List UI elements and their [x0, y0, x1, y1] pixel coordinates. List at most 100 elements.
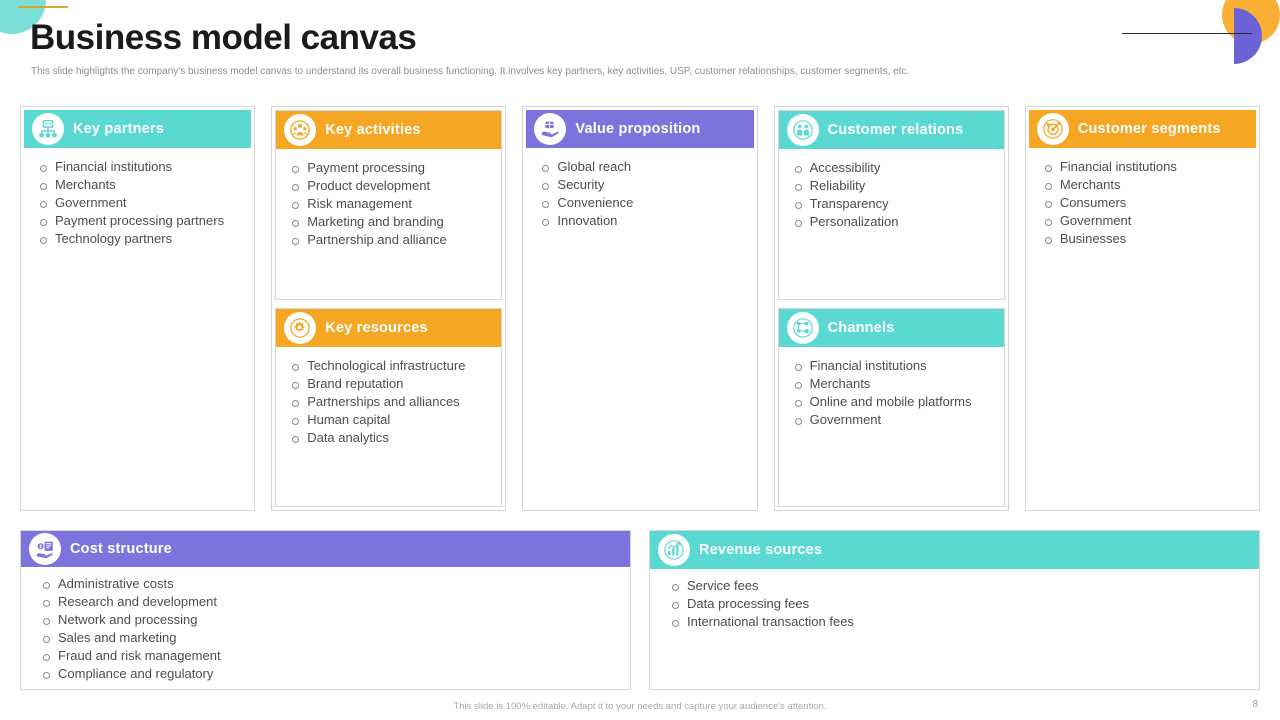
- card-customer-segments[interactable]: Customer segments Financial institutions…: [1028, 110, 1257, 507]
- list-item: Security: [536, 176, 745, 194]
- list-item: Financial institutions: [34, 158, 243, 176]
- hand-gift-icon: [534, 113, 567, 145]
- card-title-value-proposition: Value proposition: [575, 121, 701, 137]
- card-title-customer-relations: Customer relations: [827, 122, 964, 138]
- list-item: Payment processing partners: [34, 212, 243, 230]
- list-item: Consumers: [1039, 194, 1248, 212]
- card-title-cost-structure: Cost structure: [70, 541, 172, 557]
- list-item: Administrative costs: [37, 575, 622, 593]
- card-body-customer-relations: Accessibility Reliability Transparency P…: [779, 149, 1004, 299]
- card-title-key-activities: Key activities: [325, 122, 421, 138]
- card-key-partners[interactable]: Key partners Financial institutions Merc…: [24, 110, 252, 507]
- target-segments-icon: [1036, 113, 1069, 145]
- card-header-value-proposition: Value proposition: [526, 110, 754, 148]
- page-title: Business model canvas: [30, 18, 417, 57]
- footer-note: This slide is 100% editable. Adapt it to…: [453, 701, 827, 712]
- list-item: Human capital: [286, 411, 493, 429]
- list-item: Fraud and risk management: [37, 647, 622, 665]
- list-item: Marketing and branding: [286, 213, 493, 231]
- card-key-resources[interactable]: Key resources Technological infrastructu…: [275, 308, 503, 507]
- card-header-revenue-sources: Revenue sources: [650, 531, 1259, 569]
- card-body-channels: Financial institutions Merchants Online …: [779, 347, 1004, 506]
- decorative-gold-line: [18, 6, 68, 8]
- list-revenue-sources: Service fees Data processing fees Intern…: [666, 577, 1251, 631]
- list-item: Technological infrastructure: [286, 357, 493, 375]
- list-item: Partnership and alliance: [286, 231, 493, 249]
- card-channels[interactable]: Channels Financial institutions Merchant…: [777, 308, 1005, 507]
- list-item: Network and processing: [37, 611, 622, 629]
- card-title-key-partners: Key partners: [73, 121, 165, 137]
- list-item: Convenience: [536, 194, 745, 212]
- card-header-key-partners: Key partners: [24, 110, 252, 148]
- card-body-revenue-sources: Service fees Data processing fees Intern…: [650, 569, 1259, 689]
- card-title-revenue-sources: Revenue sources: [699, 542, 823, 558]
- list-item: Compliance and regulatory: [37, 665, 622, 683]
- card-title-customer-segments: Customer segments: [1077, 121, 1221, 137]
- channels-network-icon: [786, 312, 819, 344]
- two-people-icon: [786, 114, 819, 146]
- list-item: Financial institutions: [1039, 158, 1248, 176]
- list-customer-relations: Accessibility Reliability Transparency P…: [789, 159, 996, 231]
- card-title-channels: Channels: [827, 320, 895, 336]
- card-header-channels: Channels: [778, 309, 1004, 347]
- list-item: Research and development: [37, 593, 622, 611]
- list-item: Partnerships and alliances: [286, 393, 493, 411]
- card-body-value-proposition: Global reach Security Convenience Innova…: [526, 148, 753, 507]
- card-body-customer-segments: Financial institutions Merchants Consume…: [1029, 148, 1256, 507]
- canvas-column-value-proposition: Value proposition Global reach Security …: [522, 106, 758, 511]
- list-item: Accessibility: [789, 159, 996, 177]
- bar-chart-growth-icon: [658, 534, 690, 566]
- list-item: Businesses: [1039, 230, 1248, 248]
- list-item: Innovation: [536, 212, 745, 230]
- list-cost-structure: Administrative costs Research and develo…: [37, 575, 622, 683]
- card-body-key-activities: Payment processing Product development R…: [276, 149, 501, 299]
- people-group-icon: [284, 114, 317, 146]
- canvas-column-customer-segments: Customer segments Financial institutions…: [1024, 106, 1261, 511]
- list-key-resources: Technological infrastructure Brand reput…: [286, 357, 493, 447]
- list-item: Government: [789, 411, 996, 429]
- canvas-column-customer-relations-channels: Customer relations Accessibility Reliabi…: [773, 106, 1009, 511]
- card-revenue-sources[interactable]: Revenue sources Service fees Data proces…: [649, 530, 1260, 690]
- list-channels: Financial institutions Merchants Online …: [789, 357, 996, 429]
- card-body-key-partners: Financial institutions Merchants Governm…: [24, 148, 251, 507]
- partners-network-icon: [32, 113, 64, 145]
- list-item: Financial institutions: [789, 357, 996, 375]
- list-item: Data processing fees: [666, 595, 1251, 613]
- card-title-key-resources: Key resources: [325, 320, 428, 336]
- list-item: Merchants: [789, 375, 996, 393]
- canvas-column-key-partners: Key partners Financial institutions Merc…: [20, 106, 256, 511]
- list-item: Service fees: [666, 577, 1251, 595]
- list-item: Technology partners: [34, 230, 243, 248]
- card-body-key-resources: Technological infrastructure Brand reput…: [276, 347, 501, 506]
- list-item: Government: [34, 194, 243, 212]
- business-model-canvas-grid: Key partners Financial institutions Merc…: [20, 106, 1261, 511]
- card-header-key-resources: Key resources: [276, 309, 502, 347]
- list-item: Payment processing: [286, 159, 493, 177]
- list-item: International transaction fees: [666, 613, 1251, 631]
- list-item: Personalization: [789, 213, 996, 231]
- decorative-black-line: [1122, 33, 1252, 34]
- card-key-activities[interactable]: Key activities Payment processing Produc…: [275, 110, 503, 300]
- list-item: Product development: [286, 177, 493, 195]
- card-header-cost-structure: Cost structure: [21, 531, 630, 567]
- card-value-proposition[interactable]: Value proposition Global reach Security …: [526, 110, 754, 507]
- card-header-customer-segments: Customer segments: [1028, 110, 1257, 148]
- canvas-bottom-row: Cost structure Administrative costs Rese…: [20, 530, 1260, 690]
- card-header-key-activities: Key activities: [276, 111, 502, 149]
- list-item: Data analytics: [286, 429, 493, 447]
- canvas-column-key-activities-resources: Key activities Payment processing Produc…: [271, 106, 507, 511]
- page-subtitle: This slide highlights the company's busi…: [31, 66, 910, 77]
- list-item: Merchants: [34, 176, 243, 194]
- list-item: Global reach: [536, 158, 745, 176]
- card-cost-structure[interactable]: Cost structure Administrative costs Rese…: [20, 530, 631, 690]
- list-item: Merchants: [1039, 176, 1248, 194]
- card-customer-relations[interactable]: Customer relations Accessibility Reliabi…: [777, 110, 1005, 300]
- card-header-customer-relations: Customer relations: [778, 111, 1004, 149]
- gears-icon: [284, 312, 317, 344]
- list-customer-segments: Financial institutions Merchants Consume…: [1039, 158, 1248, 248]
- card-body-cost-structure: Administrative costs Research and develo…: [21, 567, 630, 689]
- page-number: 8: [1252, 699, 1258, 710]
- money-chart-icon: [29, 533, 61, 565]
- list-item: Government: [1039, 212, 1248, 230]
- list-item: Sales and marketing: [37, 629, 622, 647]
